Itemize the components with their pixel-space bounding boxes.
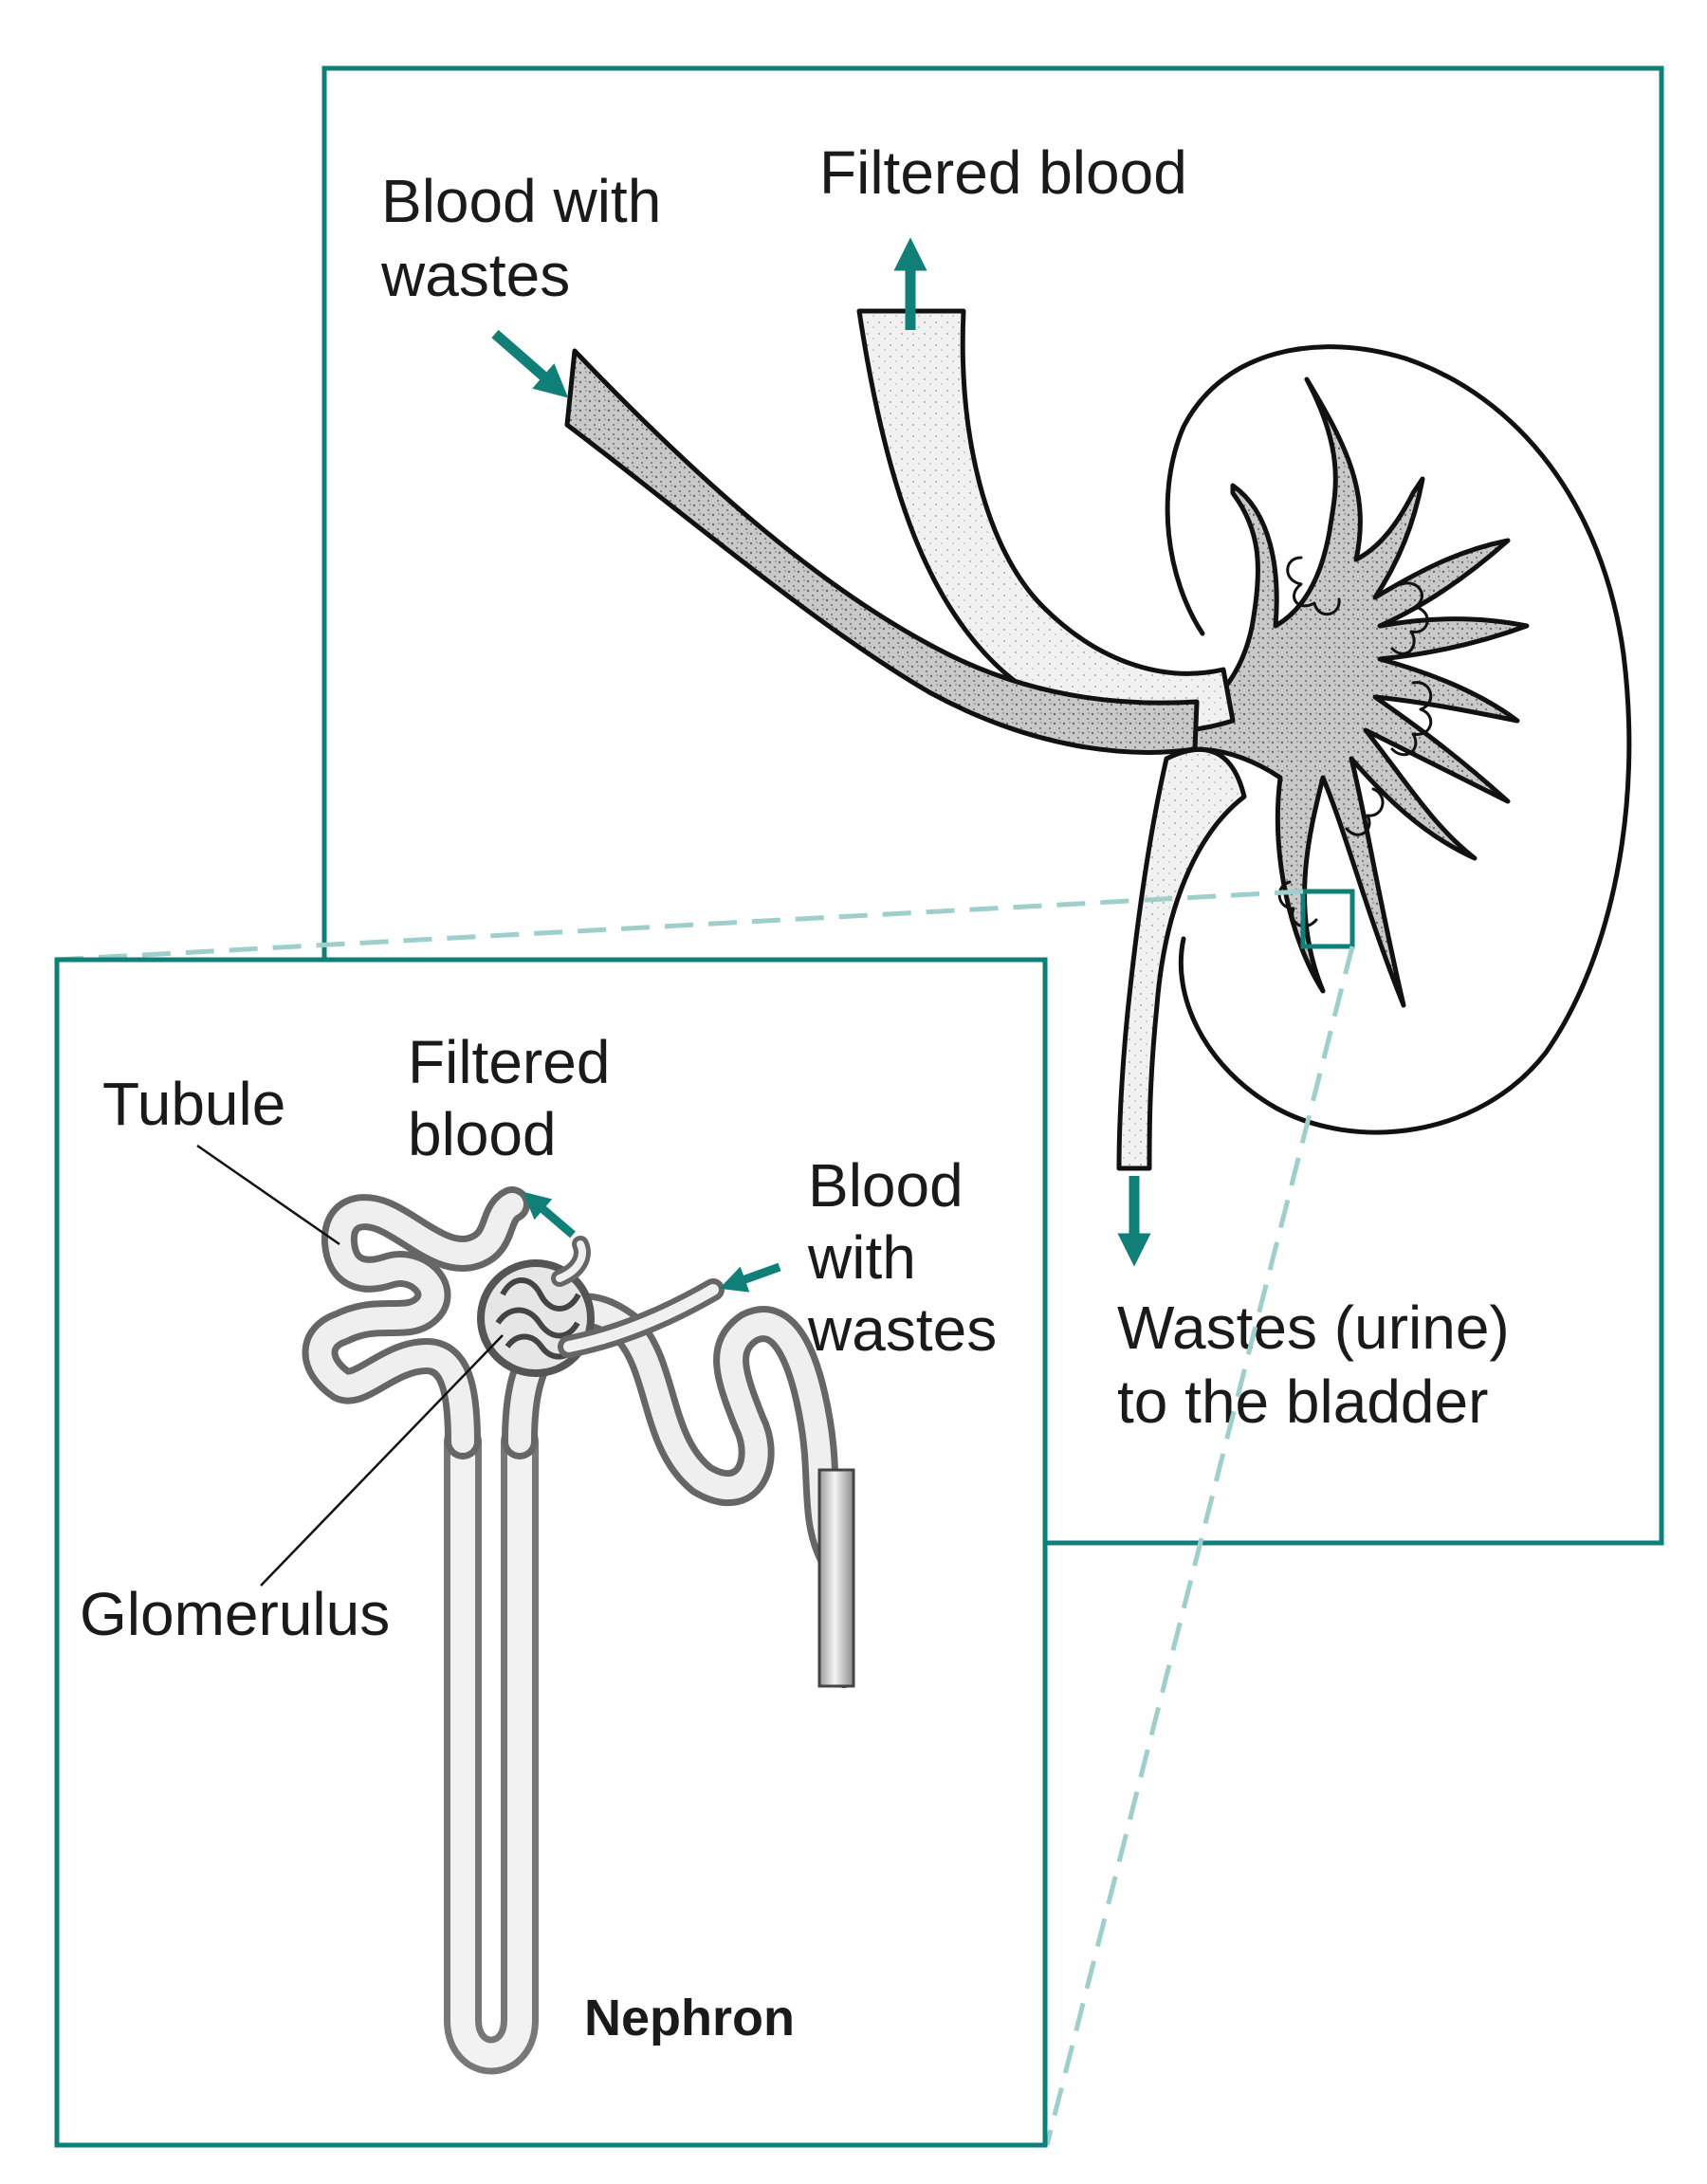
label-wastes-urine-line2: to the bladder [1117, 1367, 1488, 1436]
leader-glomerulus [260, 1334, 504, 1587]
renal-vein [856, 308, 1236, 735]
label-nephron-blood-line2: with [807, 1223, 916, 1292]
ureter [1116, 746, 1247, 1171]
arrow-blood-in [491, 329, 569, 398]
label-nephron-blood-line1: Blood [808, 1151, 964, 1220]
zoom-box [1300, 889, 1355, 949]
arrow-filtered-blood-out [523, 1191, 576, 1239]
leader-tubule [196, 1144, 340, 1246]
nephron-title: Nephron [584, 1990, 795, 2046]
label-wastes-urine-line1: Wastes (urine) [1117, 1294, 1510, 1362]
label-nephron-filtered-line2: blood [408, 1100, 557, 1168]
kidney-outline [1165, 344, 1632, 1135]
arrow-blood-in-nephron [719, 1262, 781, 1293]
label-nephron-blood-with-wastes: Blood with wastes [807, 1151, 997, 1364]
label-nephron-filtered-line1: Filtered [408, 1028, 610, 1096]
label-filtered-blood: Filtered blood [819, 138, 1187, 207]
renal-papillae [1277, 556, 1433, 928]
label-wastes-urine: Wastes (urine) to the bladder [1117, 1294, 1527, 1436]
label-glomerulus: Glomerulus [80, 1580, 390, 1648]
renal-pelvis-branches [1173, 376, 1530, 1008]
zoom-connector-lines [54, 889, 1355, 2146]
nephron-panel: Tubule Filtered blood Blood with wastes … [54, 957, 1048, 2148]
label-nephron-filtered-blood: Filtered blood [408, 1028, 627, 1168]
label-nephron-blood-line3: wastes [807, 1295, 997, 1364]
label-blood-with-wastes-line1: Blood with [381, 167, 661, 235]
label-blood-with-wastes-line2: wastes [380, 241, 570, 309]
label-blood-with-wastes: Blood with wastes [380, 167, 678, 309]
label-tubule: Tubule [102, 1070, 285, 1138]
nephron-panel-frame [54, 957, 1048, 2148]
